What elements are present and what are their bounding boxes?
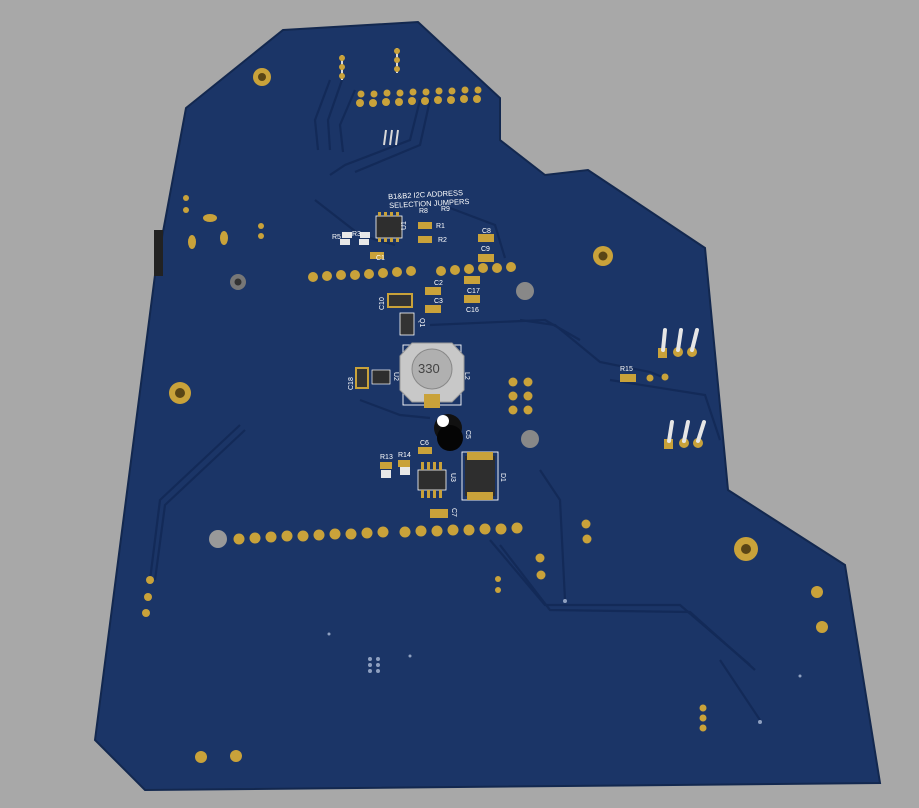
label-r14: R14 bbox=[398, 452, 411, 459]
label-c10: C10 bbox=[379, 297, 386, 310]
label-u3: U3 bbox=[449, 473, 456, 482]
top-header-pins bbox=[339, 48, 482, 146]
label-r5: R5 bbox=[332, 234, 341, 241]
right-headers bbox=[646, 328, 706, 449]
label-c17: C17 bbox=[467, 288, 480, 295]
misc-pads bbox=[142, 519, 828, 763]
label-c8: C8 bbox=[482, 228, 491, 235]
label-c7: C7 bbox=[450, 508, 457, 517]
label-c1: C1 bbox=[376, 255, 385, 262]
jumper-note-line1: B1&B2 I2C ADDRESS bbox=[388, 188, 463, 201]
label-r8: R8 bbox=[419, 208, 428, 215]
copper-traces bbox=[148, 79, 761, 721]
label-c2: C2 bbox=[434, 280, 443, 287]
vias bbox=[327, 599, 802, 724]
label-r3: R3 bbox=[352, 231, 361, 238]
designator-labels: R5 R3 R8 R9 R1 R2 C1 C8 C9 C2 C3 C17 C16… bbox=[332, 206, 633, 517]
u1-ic bbox=[375, 212, 403, 242]
label-r9: R9 bbox=[441, 206, 450, 213]
mounting-holes bbox=[169, 68, 758, 561]
label-l2: L2 bbox=[463, 372, 470, 380]
jumper-note-line2: SELECTION JUMPERS bbox=[389, 197, 470, 210]
pad-block bbox=[508, 377, 533, 415]
smd-components bbox=[340, 222, 636, 518]
label-q1: Q1 bbox=[418, 318, 425, 327]
label-c18: C18 bbox=[348, 377, 355, 390]
c5-capacitor bbox=[434, 414, 463, 451]
label-c9: C9 bbox=[481, 246, 490, 253]
u3-ic bbox=[417, 462, 447, 498]
inductor-value: 330 bbox=[418, 361, 440, 376]
side-connector bbox=[154, 230, 163, 276]
label-u2: U2 bbox=[392, 372, 399, 381]
label-c16: C16 bbox=[466, 307, 479, 314]
label-r2: R2 bbox=[438, 237, 447, 244]
left-pins bbox=[183, 195, 264, 249]
pcb-board bbox=[93, 20, 882, 792]
label-d1: D1 bbox=[499, 473, 506, 482]
label-u1: U1 bbox=[401, 221, 408, 230]
lower-pad-row bbox=[233, 522, 523, 545]
label-r13: R13 bbox=[380, 454, 393, 461]
label-r1: R1 bbox=[436, 223, 445, 230]
label-r15: R15 bbox=[620, 366, 633, 373]
label-c6: C6 bbox=[420, 440, 429, 447]
upper-pad-row bbox=[308, 262, 516, 282]
l2-inductor bbox=[399, 342, 465, 408]
label-c3: C3 bbox=[434, 298, 443, 305]
d1-diode bbox=[461, 451, 499, 501]
label-c5: C5 bbox=[464, 430, 471, 439]
